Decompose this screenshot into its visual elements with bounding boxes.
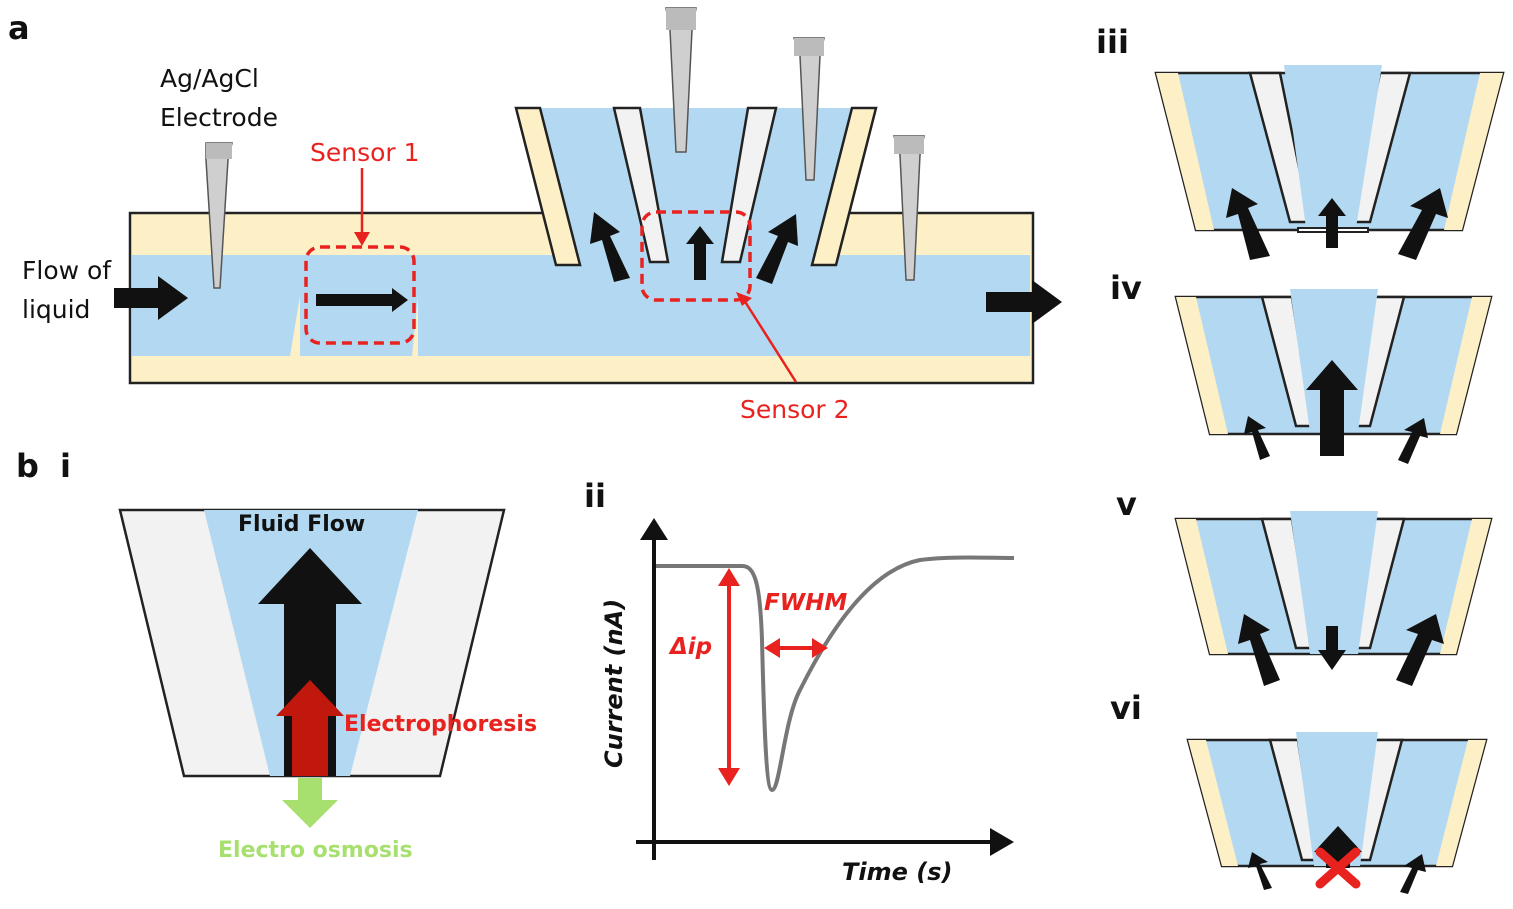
flow-arrow-sensor1 <box>316 288 408 312</box>
pipette-wall-left <box>612 106 670 264</box>
panel-iv <box>1174 289 1493 464</box>
blocked-x <box>1315 847 1361 889</box>
delta-ip-label: Δip <box>670 634 713 660</box>
sensor1-label: Sensor 1 <box>310 138 420 167</box>
fwhm-label: FWHM <box>764 590 848 616</box>
panel-label-b: b <box>16 447 39 485</box>
panel-label-ii: ii <box>584 477 606 515</box>
panel-label-i: i <box>60 447 71 485</box>
panel-v <box>1174 511 1493 686</box>
flow-label-line1: Flow of <box>22 256 112 285</box>
sensor1-box <box>304 245 416 345</box>
flow-arrow-out <box>986 280 1062 324</box>
panel-label-vi: vi <box>1110 689 1142 727</box>
fluid-flow-label: Fluid Flow <box>238 512 366 537</box>
current-trace <box>656 555 1015 793</box>
sensor2-box <box>640 210 752 302</box>
electroosmosis-arrow <box>282 778 338 828</box>
flow-label-line2: liquid <box>22 295 91 324</box>
y-axis-label: Current (nA) <box>600 598 628 768</box>
reservoir-wall-right <box>810 106 878 267</box>
panel-label-a: a <box>8 9 30 47</box>
flow-arrow-up-center <box>686 226 714 280</box>
panel-bi <box>118 508 506 828</box>
electrophoresis-arrow <box>276 680 344 776</box>
panel-label-iv: iv <box>1110 269 1142 307</box>
x-axis-label: Time (s) <box>842 858 953 886</box>
reservoir-wall-left <box>514 106 582 267</box>
panel-label-iii: iii <box>1096 23 1129 61</box>
panel-a-chip <box>114 7 1062 385</box>
channel-right <box>418 255 1030 356</box>
constriction-bump-left <box>290 296 300 356</box>
fluid-flow-arrow <box>258 548 362 776</box>
panel-vi <box>1186 732 1488 894</box>
electrode-label-line1: Ag/AgCl <box>160 64 259 93</box>
electrode-label-line2: Electrode <box>160 103 278 132</box>
panel-iii <box>1154 65 1505 260</box>
flow-arrow-in <box>114 276 188 320</box>
flow-arrow-up-left <box>590 212 630 282</box>
electrophoresis-label: Electrophoresis <box>344 712 538 737</box>
electroosmosis-label: Electro osmosis <box>218 838 413 863</box>
channel-left <box>132 255 298 356</box>
flow-arrow-up-right <box>756 214 798 284</box>
sensor2-label: Sensor 2 <box>740 395 850 424</box>
panel-label-v: v <box>1116 485 1137 523</box>
panel-bii <box>636 518 1015 860</box>
pipette-wall-right <box>720 106 778 264</box>
